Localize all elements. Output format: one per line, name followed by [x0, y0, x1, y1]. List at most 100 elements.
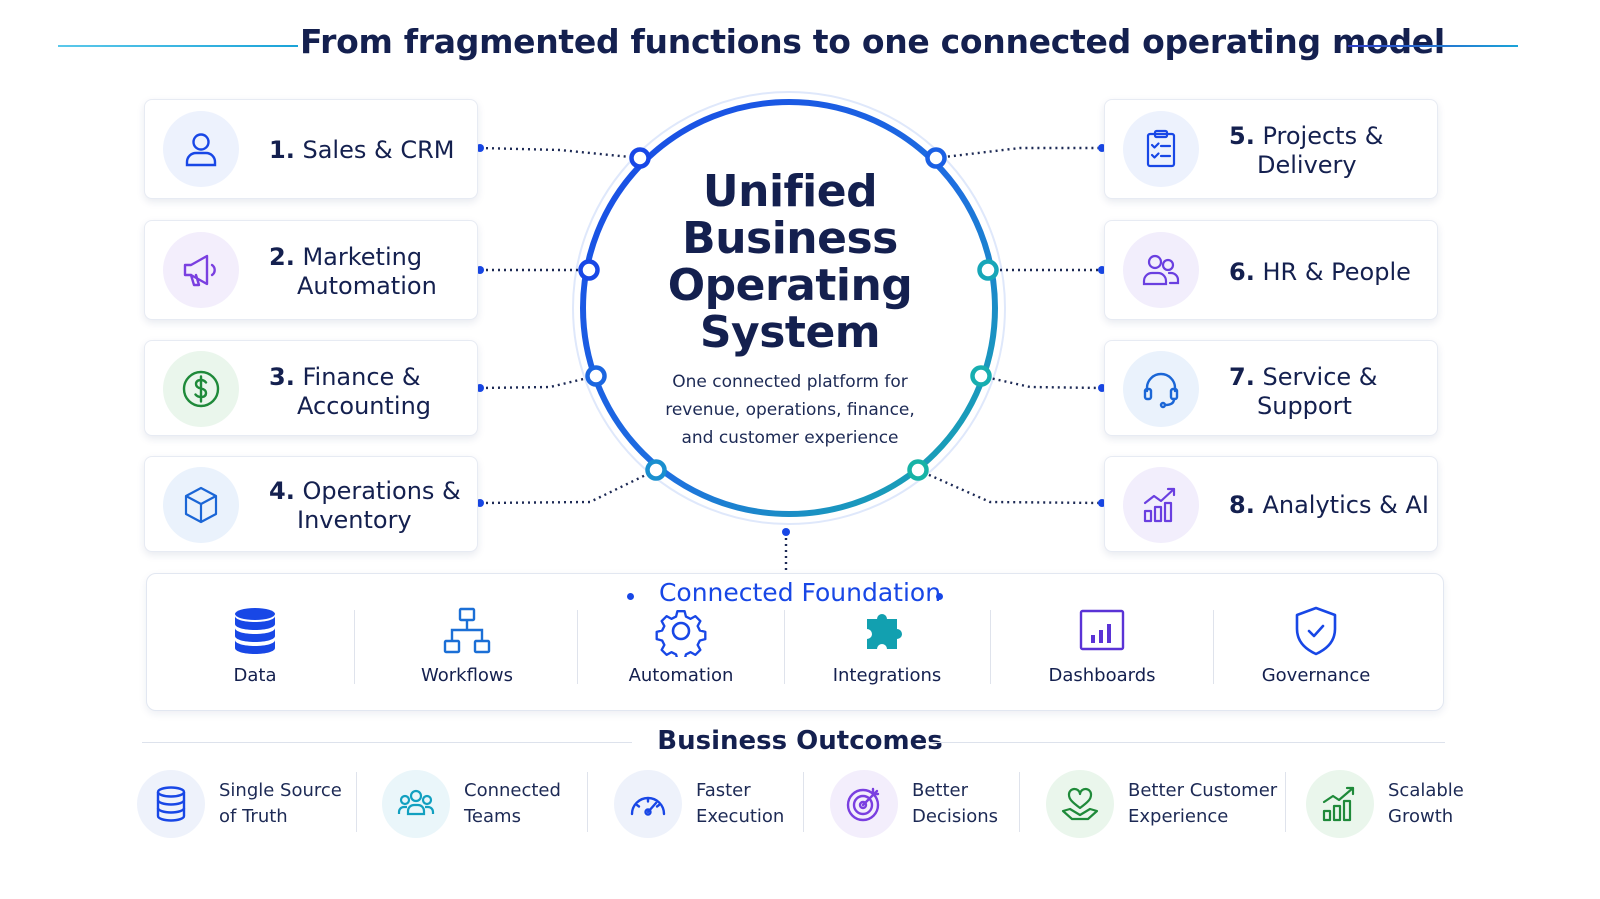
outcome-divider: [803, 772, 804, 832]
center-title-line: Business: [682, 213, 898, 264]
module-title: Sales & CRM: [302, 136, 455, 164]
center-title: Unified Business Operating System: [640, 168, 940, 356]
outcome-line: Growth: [1388, 806, 1454, 827]
module-title: Analytics & AI: [1262, 491, 1429, 519]
clipboard-icon: [1146, 129, 1176, 168]
module-icon-circle: [163, 351, 239, 427]
module-label: 6. HR & People: [1229, 258, 1427, 287]
center-subtitle-line: and customer experience: [681, 428, 899, 448]
dollar-icon: [182, 370, 220, 408]
outcome-line: Decisions: [912, 806, 999, 827]
outcome-line: Execution: [696, 806, 785, 827]
outcome-line: Better Customer: [1128, 780, 1278, 801]
module-card-operations[interactable]: 4. Operations & Inventory: [144, 456, 478, 552]
connector-projects: [935, 146, 1102, 160]
title-rule-right: [1348, 45, 1518, 47]
team-icon: [397, 789, 435, 816]
speedometer-icon: [630, 796, 666, 816]
module-card-projects[interactable]: 5. Projects & Delivery: [1104, 99, 1438, 199]
outcome-divider: [587, 772, 588, 832]
foundation-label: Automation: [628, 665, 734, 686]
outcome-icon-circle: [137, 770, 205, 838]
module-number: 1.: [269, 136, 295, 164]
module-label: 1. Sales & CRM: [269, 136, 467, 165]
foundation-divider: [577, 610, 578, 684]
outcome-line: Single Source: [219, 780, 342, 801]
foundation-panel: [146, 573, 1444, 711]
dashboard-icon: [1079, 609, 1125, 651]
module-card-marketing[interactable]: 2. Marketing Automation: [144, 220, 478, 320]
foundation-label: Integrations: [832, 665, 942, 686]
foundation-divider: [784, 610, 785, 684]
module-title: HR & People: [1262, 258, 1411, 286]
outcome-text: Faster Execution: [696, 778, 784, 830]
connector-service: [980, 374, 1103, 390]
headset-icon: [1143, 372, 1179, 409]
module-card-hr[interactable]: 6. HR & People: [1104, 220, 1438, 320]
user-icon: [185, 133, 217, 167]
module-card-finance[interactable]: 3. Finance & Accounting: [144, 340, 478, 436]
people-icon: [1142, 254, 1180, 286]
module-label: 3. Finance & Accounting: [269, 363, 467, 421]
module-icon-circle: [1123, 232, 1199, 308]
outcome-icon-circle: [1046, 770, 1114, 838]
module-card-analytics[interactable]: 8. Analytics & AI: [1104, 456, 1438, 552]
module-title-line2: Accounting: [297, 392, 432, 420]
outcome-text: Better Customer Experience: [1128, 778, 1277, 830]
database-icon: [156, 786, 186, 822]
outcomes-rule-right: [930, 742, 1445, 743]
module-icon-circle: [163, 111, 239, 187]
foundation-label: Dashboards: [1048, 665, 1156, 686]
foundation-item-dashboards: Dashboards: [1012, 605, 1192, 686]
foundation-label: Data: [233, 665, 277, 686]
shield-icon: [1295, 606, 1337, 656]
module-card-service[interactable]: 7. Service & Support: [1104, 340, 1438, 436]
module-number: 2.: [269, 243, 295, 271]
module-icon-circle: [163, 467, 239, 543]
module-card-sales-crm[interactable]: 1. Sales & CRM: [144, 99, 478, 199]
center-title-line: Unified: [702, 166, 878, 217]
center-title-line: System: [699, 307, 881, 358]
foundation-divider: [354, 610, 355, 684]
database-icon: [235, 608, 275, 654]
foundation-item-data: Data: [165, 605, 345, 686]
module-title: Finance &: [302, 363, 421, 391]
outcome-line: Experience: [1128, 806, 1229, 827]
module-title: Projects &: [1262, 122, 1384, 150]
outcome-line: Scalable: [1388, 780, 1464, 801]
connector-sales: [479, 146, 641, 160]
module-title-line2: Automation: [297, 272, 437, 300]
foundation-title: Connected Foundation: [658, 578, 942, 607]
puzzle-icon: [867, 614, 902, 649]
module-icon-circle: [1123, 467, 1199, 543]
bar-chart-icon: [1143, 487, 1176, 523]
foundation-title-dot-right: [936, 593, 943, 600]
module-icon-circle: [1123, 351, 1199, 427]
outcome-line: Connected: [464, 780, 561, 801]
outcome-divider: [356, 772, 357, 832]
workflow-icon: [443, 607, 491, 654]
foundation-item-automation: Automation: [591, 605, 771, 686]
module-icon-circle: [1123, 111, 1199, 187]
outcome-line: of Truth: [219, 806, 288, 827]
module-label: 2. Marketing Automation: [269, 243, 467, 301]
target-icon: [846, 787, 880, 822]
outcome-line: Better: [912, 780, 969, 801]
module-number: 8.: [1229, 491, 1255, 519]
module-number: 3.: [269, 363, 295, 391]
outcome-divider: [1019, 772, 1020, 832]
foundation-label: Governance: [1261, 665, 1371, 686]
outcome-text: Single Source of Truth: [219, 778, 342, 830]
growth-chart-icon: [1322, 786, 1355, 822]
module-label: 4. Operations & Inventory: [269, 477, 467, 535]
outcome-icon-circle: [382, 770, 450, 838]
module-label: 5. Projects & Delivery: [1229, 122, 1427, 180]
outcome-text: Better Decisions: [912, 778, 998, 830]
module-title-line2: Support: [1257, 392, 1352, 420]
center-title-line: Operating: [667, 260, 913, 311]
heart-hand-icon: [1061, 787, 1099, 821]
module-title: Operations &: [302, 477, 461, 505]
outcome-text: Connected Teams: [464, 778, 561, 830]
foundation-item-integrations: Integrations: [797, 605, 977, 686]
connector-finance: [479, 374, 597, 390]
